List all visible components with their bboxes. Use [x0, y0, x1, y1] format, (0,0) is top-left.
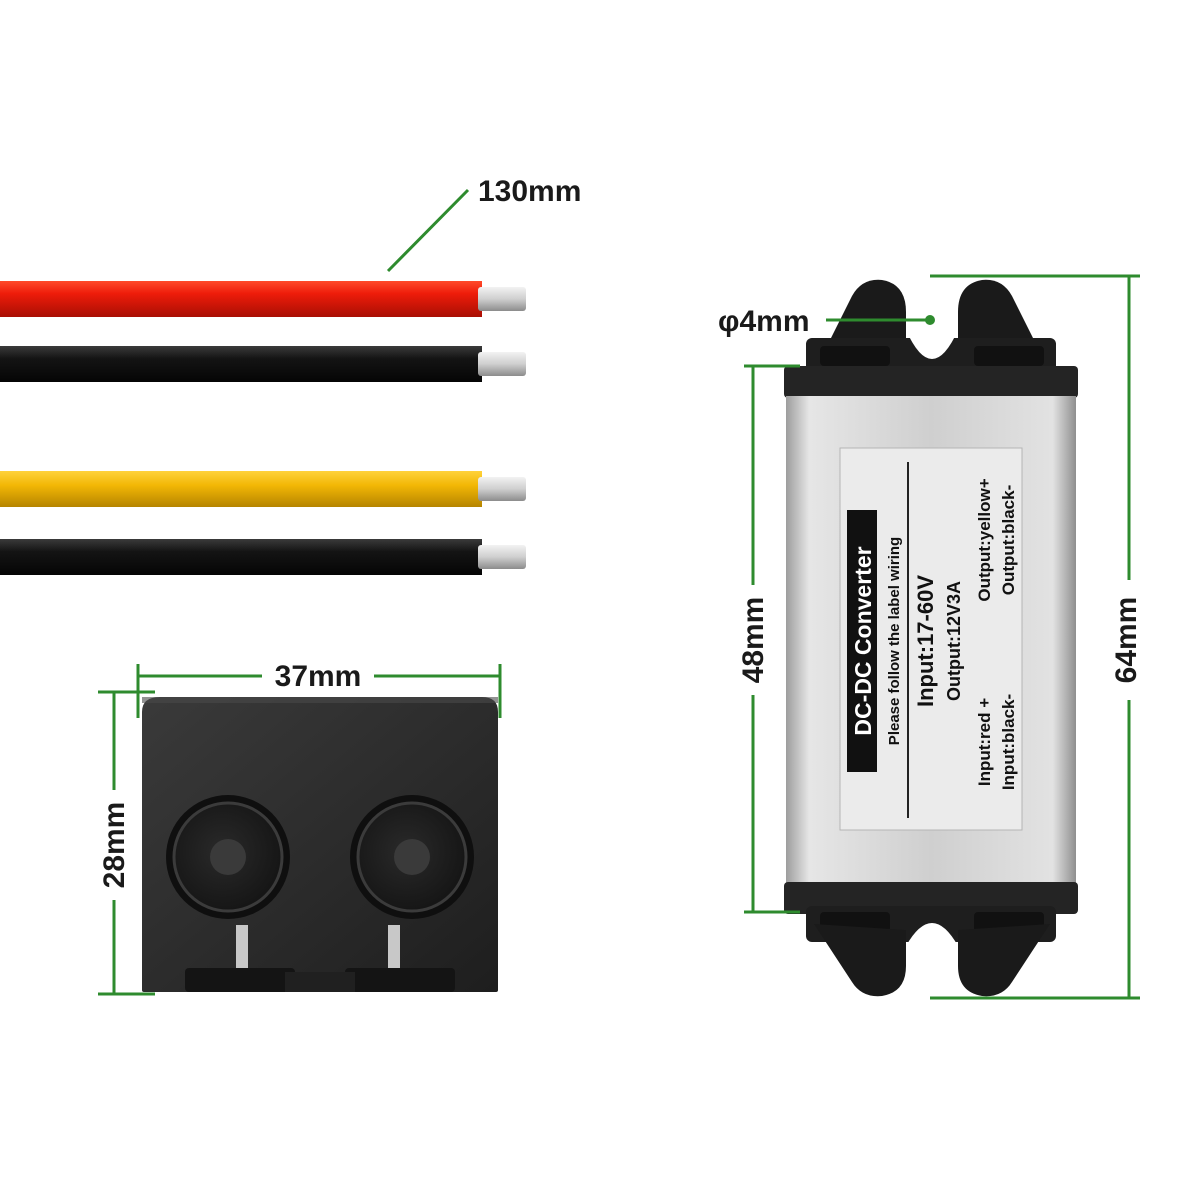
top-mounting-ears: [806, 279, 1056, 376]
product-label: DC-DC Converter Please follow the label …: [839, 447, 1023, 831]
wire-black-input: [0, 346, 526, 382]
side-view-left-mount: [166, 795, 290, 975]
side-width-label: 37mm: [275, 660, 362, 693]
wire-yellow-tip: [478, 477, 526, 501]
wire-red-tip: [478, 287, 526, 311]
wires-group: [0, 281, 526, 575]
hole-diameter-label: φ4mm: [718, 305, 810, 338]
hole-diameter-callout: φ4mm: [718, 305, 935, 338]
label-output-spec: Output:12V3A: [944, 581, 964, 701]
label-input-black: Input:black-: [999, 694, 1018, 790]
label-input-spec: Input:17-60V: [913, 575, 938, 707]
body-length-label: 48mm: [737, 597, 770, 684]
bottom-mounting-ears: [806, 906, 1056, 997]
body-length-dimension: 48mm: [737, 364, 800, 914]
wire-red: [0, 281, 526, 317]
wire-length-callout: 130mm: [386, 175, 581, 273]
side-view-right-mount: [350, 795, 474, 975]
label-output-yellow: Output:yellow+: [975, 478, 994, 601]
side-height-label: 28mm: [98, 802, 131, 889]
top-end-cap: [784, 366, 1078, 398]
wire-black-input-tip: [478, 352, 526, 376]
total-length-dimension: 64mm: [930, 274, 1143, 1000]
total-length-label: 64mm: [1110, 597, 1143, 684]
side-view: [142, 697, 498, 992]
label-title-block: [847, 510, 877, 772]
wire-black-output: [0, 539, 526, 575]
side-height-dimension: 28mm: [98, 690, 155, 996]
wire-yellow: [0, 471, 526, 507]
converter-top-view: DC-DC Converter Please follow the label …: [784, 279, 1078, 997]
wire-black-output-tip: [478, 545, 526, 569]
wire-length-label: 130mm: [478, 175, 581, 208]
label-note: Please follow the label wiring: [886, 537, 903, 745]
label-input-red: Input:red +: [975, 698, 994, 786]
label-title: DC-DC Converter: [850, 546, 876, 735]
label-output-black: Output:black-: [999, 485, 1018, 596]
